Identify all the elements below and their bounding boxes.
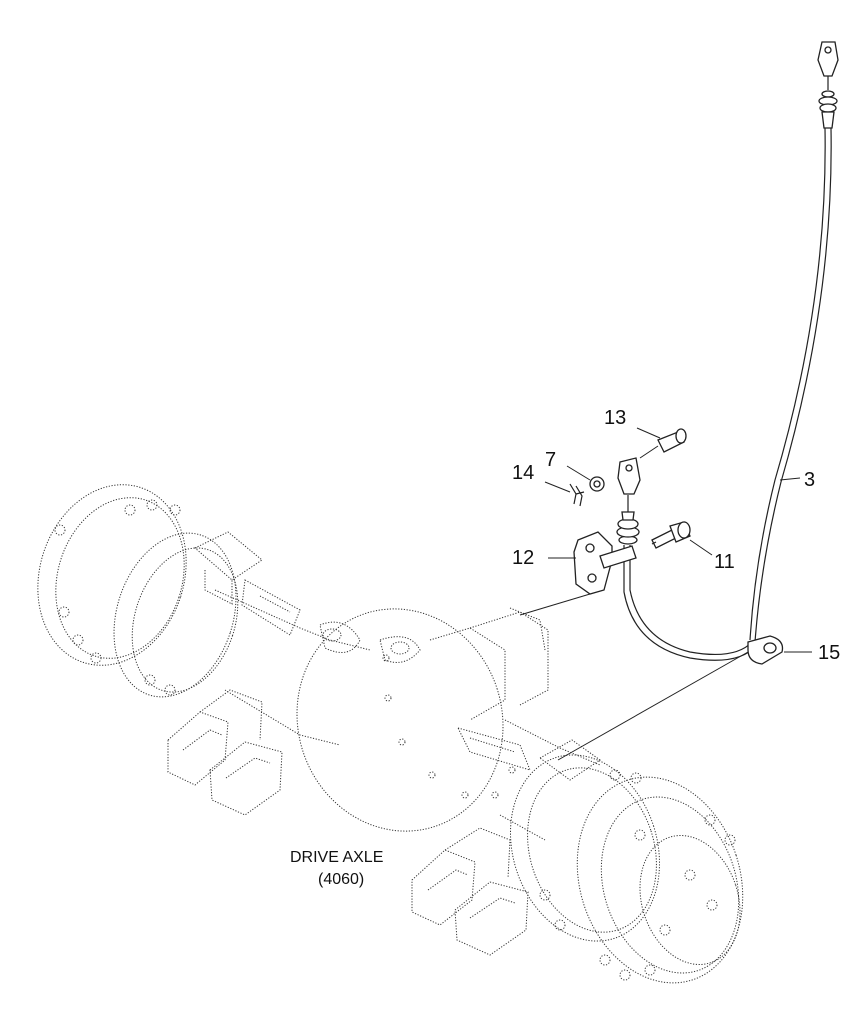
clip-mount-line — [557, 651, 749, 761]
callout-15: 15 — [818, 642, 840, 664]
cable-part-3 — [749, 127, 826, 641]
right-mounting-blocks — [411, 827, 529, 956]
left-mounting-blocks — [167, 689, 283, 816]
leader-11 — [689, 539, 713, 556]
callout-13: 13 — [604, 407, 626, 429]
axle-label-name: DRIVE AXLE — [290, 849, 383, 866]
axle-label-number: (4060) — [318, 871, 364, 888]
bolt-part-11 — [651, 521, 691, 549]
callout-12: 12 — [512, 547, 534, 569]
cable-loop — [629, 545, 753, 656]
leader-7 — [566, 465, 591, 481]
cotter-pin-part-14 — [569, 483, 585, 507]
leader-14 — [544, 481, 571, 493]
leader-13 — [636, 427, 661, 439]
differential-housing — [296, 607, 549, 832]
washer-part-7 — [589, 476, 605, 492]
pin-part-13 — [639, 428, 687, 459]
left-wheel-hub — [37, 484, 263, 698]
callout-14: 14 — [512, 462, 534, 484]
bracket-mount-line — [519, 593, 591, 616]
callout-3: 3 — [804, 469, 815, 491]
cable-assembly — [569, 41, 839, 665]
callout-7: 7 — [545, 449, 556, 471]
drive-axle — [37, 484, 744, 984]
leader-3 — [779, 477, 801, 481]
right-wheel-hub — [509, 739, 744, 984]
axle-tube-left-bottom — [224, 689, 341, 746]
clip-part-15 — [747, 635, 784, 665]
lower-clevis — [617, 457, 641, 495]
axle-tube-right-top — [504, 719, 601, 766]
bracket-part-12 — [573, 531, 637, 595]
axle-tube-left-top — [214, 589, 371, 651]
cable-lower-fitting — [616, 495, 640, 545]
cable-top-clevis — [817, 41, 839, 129]
callout-11: 11 — [714, 551, 735, 573]
